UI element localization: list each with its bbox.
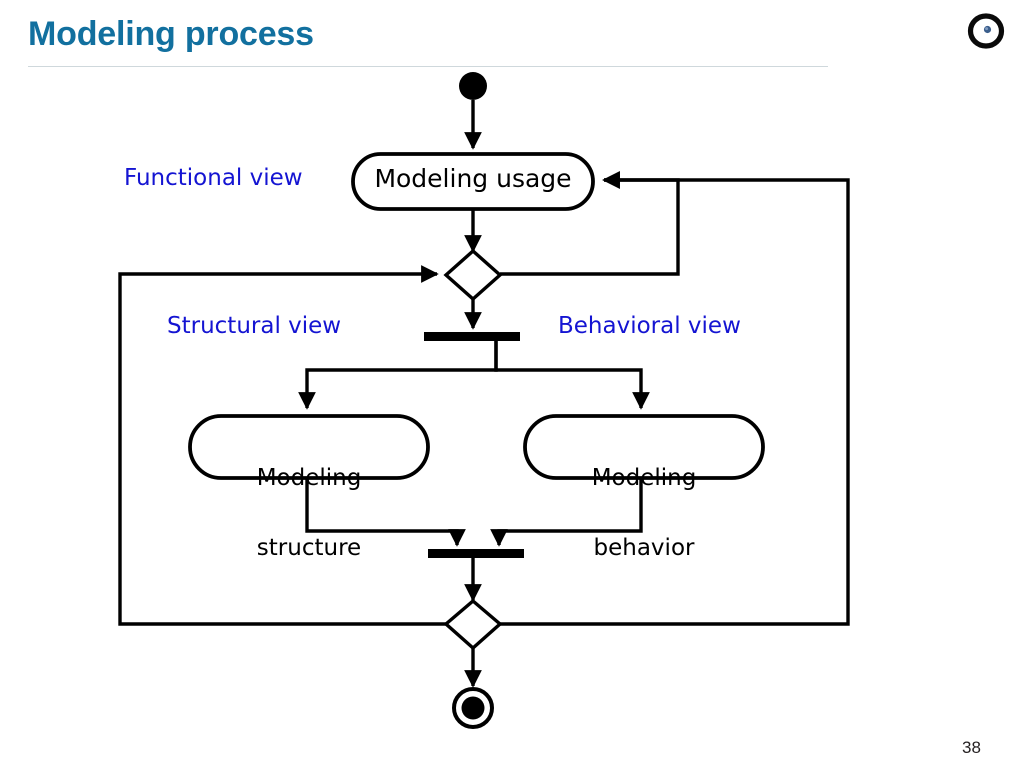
page-title: Modeling process [28,15,314,53]
title-divider [28,66,828,67]
edge-fork-to-behavior [494,341,650,410]
decision-node-top [443,248,503,302]
activity-modeling-usage [351,152,595,211]
eye-logo-icon [967,13,1005,49]
edge-fork-to-structure [298,341,498,410]
edge-feedback-left-loop [118,265,446,626]
edge-behavior-to-join [490,478,643,547]
initial-node [459,72,487,100]
join-bar [428,549,524,558]
activity-modeling-structure [188,414,430,480]
activity-modeling-behavior [523,414,765,480]
edge-feedback-outer-right-loop [500,171,850,626]
edge-structure-to-join [305,478,466,547]
merge-node-bottom [443,598,503,651]
fork-bar [424,332,520,341]
final-node-core [461,696,485,720]
page-number: 38 [962,738,981,757]
